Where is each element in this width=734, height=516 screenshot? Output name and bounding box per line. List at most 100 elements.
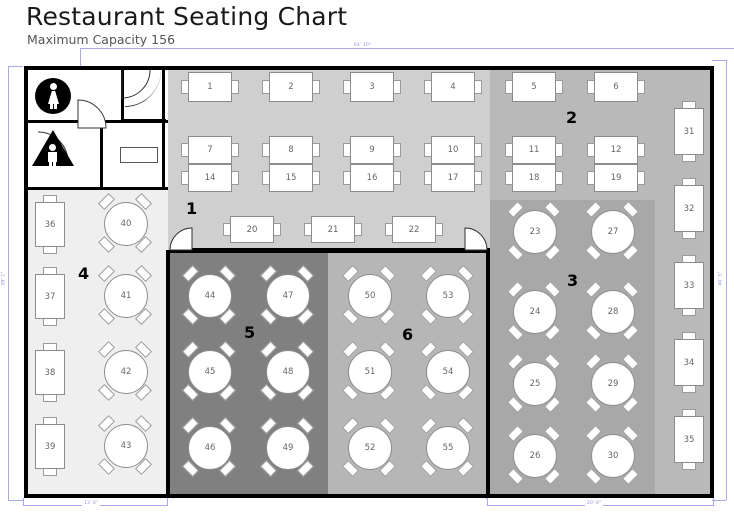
table-27-label: 27 <box>591 210 635 254</box>
table-54-label: 54 <box>426 350 470 394</box>
page-title: Restaurant Seating Chart <box>26 2 348 31</box>
table-49-label: 49 <box>266 426 310 470</box>
table-22-label: 22 <box>392 216 436 243</box>
table-40-label: 40 <box>104 202 148 246</box>
table-47[interactable]: 47 <box>260 265 314 325</box>
table-38-label: 38 <box>35 350 65 395</box>
table-6-label: 6 <box>594 72 638 102</box>
section-label-2: 2 <box>566 108 578 127</box>
table-39-label: 39 <box>35 424 65 469</box>
table-45[interactable]: 45 <box>182 341 236 401</box>
door-swing-hall <box>121 69 151 99</box>
table-30[interactable]: 30 <box>585 425 639 485</box>
table-24-label: 24 <box>513 290 557 334</box>
section-label-5: 5 <box>244 323 256 342</box>
womens-restroom-icon <box>35 78 71 114</box>
table-29[interactable]: 29 <box>585 353 639 413</box>
dim-bottomright-text: 20' 6" <box>585 501 604 506</box>
table-49[interactable]: 49 <box>260 417 314 477</box>
section-label-3: 3 <box>567 271 579 290</box>
table-45-label: 45 <box>188 350 232 394</box>
dim-left-line <box>8 66 9 500</box>
table-43-label: 43 <box>104 424 148 468</box>
table-1-label: 1 <box>188 72 232 102</box>
mens-icon-head <box>49 144 56 151</box>
table-26-label: 26 <box>513 434 557 478</box>
table-12-label: 12 <box>594 136 638 164</box>
mens-icon-body <box>48 152 57 162</box>
dim-top-text: 64' 10" <box>352 43 374 48</box>
dim-left-tick-top <box>8 66 23 67</box>
table-36-label: 36 <box>35 202 65 247</box>
table-33-label: 33 <box>674 262 704 309</box>
table-19-label: 19 <box>594 164 638 192</box>
entry-door-left <box>169 227 193 251</box>
table-15-label: 15 <box>269 164 313 192</box>
dim-right-tick-top <box>712 60 726 61</box>
table-25[interactable]: 25 <box>507 353 561 413</box>
page-subtitle: Maximum Capacity 156 <box>27 32 176 47</box>
table-55[interactable]: 55 <box>420 417 474 477</box>
table-26[interactable]: 26 <box>507 425 561 485</box>
table-42[interactable]: 42 <box>98 341 152 401</box>
table-43[interactable]: 43 <box>98 415 152 475</box>
table-51[interactable]: 51 <box>342 341 396 401</box>
dim-br-tick-l <box>487 498 488 506</box>
table-35-label: 35 <box>674 416 704 463</box>
dim-br-tick-r <box>713 498 714 506</box>
table-28[interactable]: 28 <box>585 281 639 341</box>
table-53-label: 53 <box>426 274 470 318</box>
table-42-label: 42 <box>104 350 148 394</box>
table-2-label: 2 <box>269 72 313 102</box>
table-46[interactable]: 46 <box>182 417 236 477</box>
wall-bottom-right <box>170 494 714 498</box>
table-8-label: 8 <box>269 136 313 164</box>
table-20-label: 20 <box>230 216 274 243</box>
table-46-label: 46 <box>188 426 232 470</box>
dim-right-line <box>726 60 727 500</box>
table-48[interactable]: 48 <box>260 341 314 401</box>
table-7-label: 7 <box>188 136 232 164</box>
table-34-label: 34 <box>674 339 704 386</box>
table-41-label: 41 <box>104 274 148 318</box>
table-40[interactable]: 40 <box>98 193 152 253</box>
wall-hall-left-lower <box>100 157 103 189</box>
table-32-label: 32 <box>674 185 704 232</box>
table-44[interactable]: 44 <box>182 265 236 325</box>
table-3-label: 3 <box>350 72 394 102</box>
table-23[interactable]: 23 <box>507 201 561 261</box>
wall-top <box>24 66 714 70</box>
wall-center-right-v <box>486 250 490 498</box>
table-18-label: 18 <box>512 164 556 192</box>
table-17-label: 17 <box>431 164 475 192</box>
wall-bottom-left <box>24 494 170 498</box>
section-label-1: 1 <box>186 199 198 218</box>
dim-bl-tick-l <box>23 498 24 506</box>
table-4-label: 4 <box>431 72 475 102</box>
table-52[interactable]: 52 <box>342 417 396 477</box>
section-label-6: 6 <box>402 325 414 344</box>
table-54[interactable]: 54 <box>420 341 474 401</box>
table-24[interactable]: 24 <box>507 281 561 341</box>
wall-service-bottom <box>26 187 168 190</box>
table-47-label: 47 <box>266 274 310 318</box>
table-27[interactable]: 27 <box>585 201 639 261</box>
dim-top-tick-left <box>80 48 81 66</box>
dim-left-tick-bot <box>8 500 23 501</box>
dim-top-line <box>80 48 734 49</box>
table-28-label: 28 <box>591 290 635 334</box>
wall-center-left-v <box>166 250 170 498</box>
wall-center-top <box>170 248 490 253</box>
table-53[interactable]: 53 <box>420 265 474 325</box>
table-31-label: 31 <box>674 108 704 155</box>
table-23-label: 23 <box>513 210 557 254</box>
wall-left <box>24 66 28 498</box>
table-41[interactable]: 41 <box>98 265 152 325</box>
table-14-label: 14 <box>188 164 232 192</box>
wall-hall-left-mid <box>100 122 103 160</box>
dim-right-text: 40' 5" <box>718 269 724 288</box>
wall-hall-right <box>162 68 165 188</box>
mens-icon-leg-l <box>49 161 52 167</box>
table-25-label: 25 <box>513 362 557 406</box>
table-50[interactable]: 50 <box>342 265 396 325</box>
